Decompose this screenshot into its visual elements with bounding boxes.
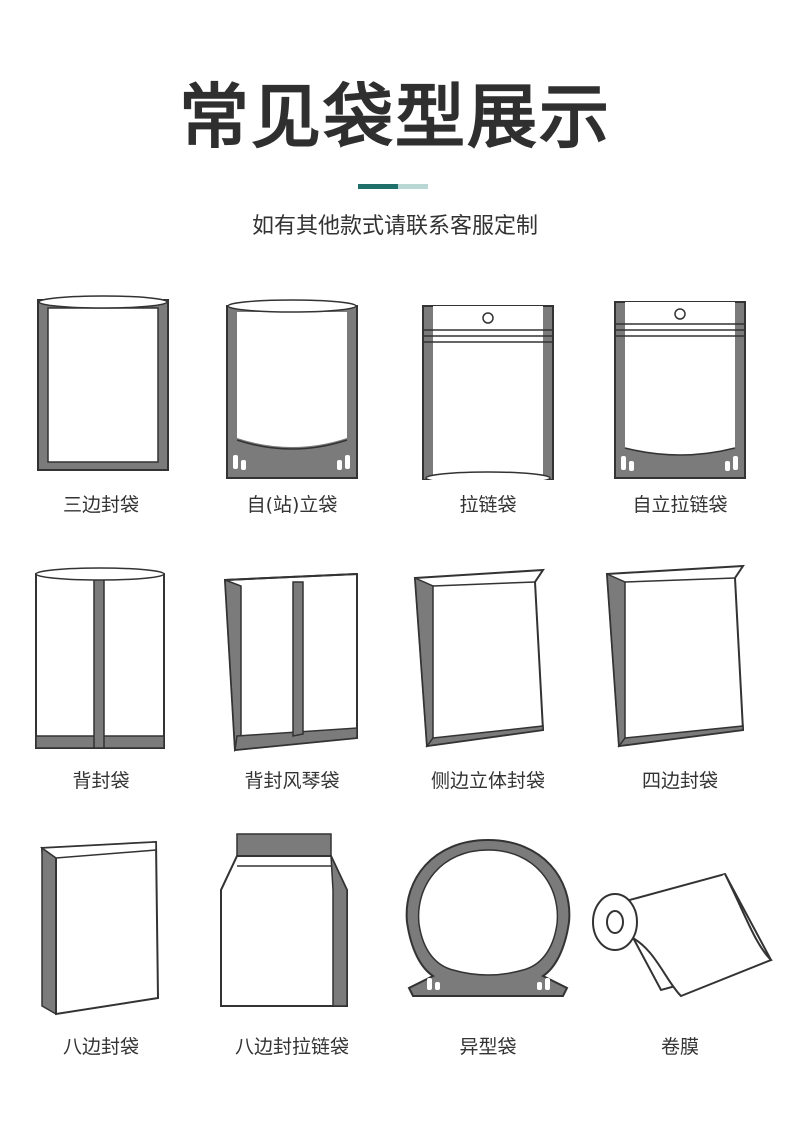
bag-label: 卷膜: [660, 1036, 699, 1058]
bag-label: 背封风琴袋: [244, 770, 340, 792]
title-accent-light: [398, 184, 428, 189]
back-seal-gusset-bag-icon: [223, 572, 358, 753]
zipper-bag-icon: [422, 305, 554, 480]
stand-up-pouch-icon: [226, 299, 358, 479]
roll-film-icon: [592, 872, 773, 998]
bag-label: 背封袋: [72, 770, 130, 792]
bag-label: 自立拉链袋: [632, 494, 728, 516]
bag-item-three-side-seal: 三边封袋: [6, 290, 196, 530]
bag-item-back-seal: 背封袋: [6, 560, 196, 805]
back-seal-bag-icon: [35, 567, 165, 749]
bag-item-eight-side-seal: 八边封袋: [6, 830, 196, 1075]
bag-item-back-seal-gusset: 背封风琴袋: [197, 560, 387, 805]
three-side-seal-bag-icon: [37, 295, 169, 471]
four-side-seal-bag-icon: [605, 564, 745, 748]
bag-label: 四边封袋: [641, 770, 718, 792]
shaped-bag-icon: [405, 838, 571, 997]
page-subtitle: 如有其他款式请联系客服定制: [251, 214, 538, 239]
eight-side-seal-bag-icon: [39, 840, 160, 1016]
bag-item-stand-up-zipper: 自立拉链袋: [585, 290, 775, 530]
bag-label: 拉链袋: [459, 494, 517, 516]
bag-label: 侧边立体封袋: [430, 770, 545, 792]
bag-item-zipper: 拉链袋: [393, 290, 583, 530]
bag-item-eight-side-seal-zipper: 八边封拉链袋: [197, 830, 387, 1075]
title-accent-dark: [358, 184, 398, 189]
stand-up-zipper-bag-icon: [614, 301, 746, 479]
eight-side-seal-zipper-bag-icon: [220, 833, 348, 1007]
bag-label: 异型袋: [459, 1036, 517, 1058]
side-gusset-bag-icon: [413, 568, 545, 748]
bag-item-shaped: 异型袋: [393, 830, 583, 1075]
bag-label: 自(站)立袋: [246, 494, 338, 516]
bag-item-stand-up-pouch: 自(站)立袋: [197, 290, 387, 530]
bag-label: 八边封袋: [62, 1036, 139, 1058]
bag-item-roll-film: 卷膜: [585, 830, 775, 1075]
bag-label: 八边封拉链袋: [234, 1036, 349, 1058]
bag-label: 三边封袋: [62, 494, 139, 516]
page-title: 常见袋型展示: [179, 76, 611, 158]
bag-item-four-side-seal: 四边封袋: [585, 560, 775, 805]
bag-item-side-gusset: 侧边立体封袋: [393, 560, 583, 805]
